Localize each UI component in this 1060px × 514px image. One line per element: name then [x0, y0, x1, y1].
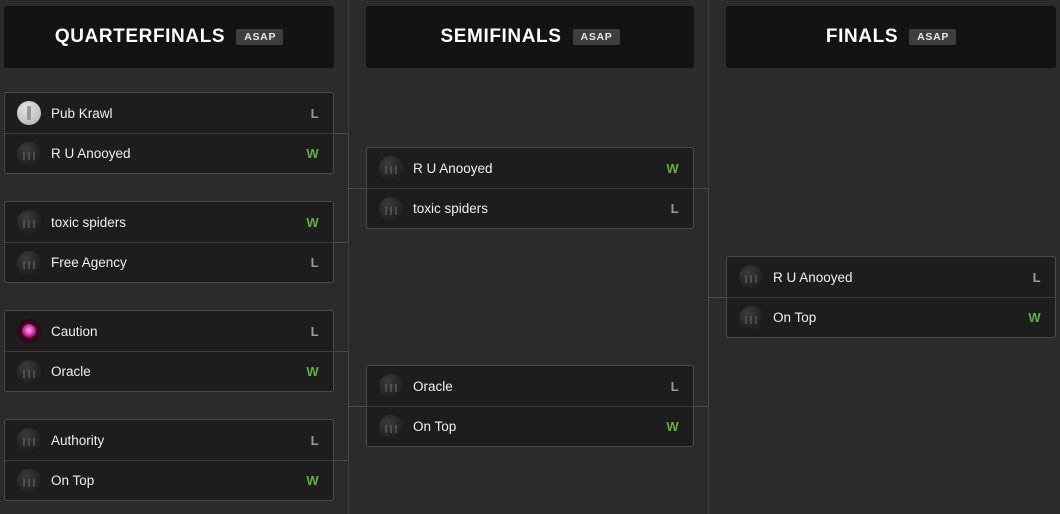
- round-schedule-badge: ASAP: [909, 28, 957, 46]
- team-logo-icon: [379, 196, 403, 221]
- connector-out-0-0: [348, 188, 366, 189]
- connector-out-0-1: [348, 406, 366, 407]
- match-result-indicator: L: [670, 378, 679, 394]
- column-divider-1: [348, 0, 349, 514]
- round-header-finals: FINALS ASAP: [726, 6, 1056, 68]
- match-result-indicator: W: [306, 214, 319, 230]
- round-header-semifinals: SEMIFINALS ASAP: [366, 6, 694, 68]
- team-name: toxic spiders: [51, 214, 127, 230]
- connector-stub-0-1: [334, 242, 349, 243]
- match-result-indicator: L: [1032, 269, 1041, 285]
- connector-stub-0-0: [334, 133, 349, 134]
- team-logo-icon: [17, 359, 41, 384]
- connector-stub-1-0: [694, 188, 709, 189]
- match-card[interactable]: Caution L Oracle W: [4, 310, 334, 392]
- team-logo-icon: [17, 319, 41, 343]
- match-result-indicator: W: [306, 473, 319, 488]
- team-row[interactable]: Caution L: [5, 311, 333, 351]
- match-card[interactable]: Pub Krawl L R U Anooyed W: [4, 92, 334, 174]
- team-row[interactable]: Oracle L: [367, 366, 693, 406]
- team-logo-icon: [17, 428, 41, 452]
- team-row[interactable]: R U Anooyed W: [367, 148, 693, 188]
- round-schedule-badge: ASAP: [236, 28, 284, 46]
- match-card[interactable]: Oracle L On Top W: [366, 365, 694, 447]
- team-logo-icon: [379, 414, 403, 439]
- team-logo-icon: [379, 156, 403, 180]
- team-row[interactable]: Free Agency L: [5, 242, 333, 282]
- team-logo-icon: [17, 468, 41, 493]
- team-row[interactable]: Oracle W: [5, 351, 333, 391]
- team-logo-icon: [739, 305, 763, 330]
- match-card[interactable]: Authority L On Top W: [4, 419, 334, 501]
- connector-stub-0-2: [334, 351, 349, 352]
- team-name: Authority: [51, 432, 105, 448]
- match-result-indicator: L: [670, 201, 679, 216]
- team-row[interactable]: toxic spiders L: [367, 188, 693, 228]
- team-row[interactable]: R U Anooyed L: [727, 257, 1055, 297]
- match-result-indicator: W: [306, 146, 319, 161]
- match-card[interactable]: toxic spiders W Free Agency L: [4, 201, 334, 283]
- team-row[interactable]: Authority L: [5, 420, 333, 460]
- team-name: R U Anooyed: [51, 146, 131, 161]
- match-result-indicator: L: [310, 105, 319, 121]
- team-row[interactable]: Pub Krawl L: [5, 93, 333, 133]
- team-name: R U Anooyed: [773, 269, 853, 285]
- team-name: toxic spiders: [413, 201, 489, 216]
- match-result-indicator: W: [666, 419, 679, 434]
- team-name: On Top: [51, 473, 95, 488]
- match-card[interactable]: R U Anooyed L On Top W: [726, 256, 1056, 338]
- team-logo-icon: [17, 141, 41, 166]
- match-result-indicator: L: [310, 255, 319, 270]
- team-logo-icon: [739, 265, 763, 289]
- round-title: FINALS: [825, 26, 899, 47]
- team-name: R U Anooyed: [413, 160, 493, 176]
- connector-stub-1-1: [694, 406, 709, 407]
- connector-stub-0-3: [334, 460, 349, 461]
- team-name: Pub Krawl: [51, 105, 113, 121]
- team-logo-icon: [17, 250, 41, 275]
- team-name: Free Agency: [51, 255, 127, 270]
- team-logo-icon: [379, 374, 403, 398]
- match-result-indicator: W: [666, 160, 679, 176]
- round-title: QUARTERFINALS: [54, 26, 226, 47]
- team-name: Oracle: [413, 378, 453, 394]
- round-title: SEMIFINALS: [440, 26, 562, 47]
- team-name: Caution: [51, 323, 98, 339]
- team-row[interactable]: On Top W: [5, 460, 333, 500]
- round-schedule-badge: ASAP: [572, 28, 620, 46]
- match-result-indicator: L: [310, 323, 319, 339]
- team-row[interactable]: On Top W: [727, 297, 1055, 337]
- match-result-indicator: W: [306, 364, 319, 379]
- team-name: Oracle: [51, 364, 91, 379]
- round-header-quarterfinals: QUARTERFINALS ASAP: [4, 6, 334, 68]
- team-name: On Top: [773, 310, 817, 325]
- team-row[interactable]: R U Anooyed W: [5, 133, 333, 173]
- connector-out-1-0: [708, 297, 726, 298]
- team-name: On Top: [413, 419, 457, 434]
- team-row[interactable]: toxic spiders W: [5, 202, 333, 242]
- team-logo-icon: [17, 101, 41, 125]
- match-result-indicator: W: [1028, 310, 1041, 325]
- match-result-indicator: L: [310, 432, 319, 448]
- team-logo-icon: [17, 210, 41, 234]
- team-row[interactable]: On Top W: [367, 406, 693, 446]
